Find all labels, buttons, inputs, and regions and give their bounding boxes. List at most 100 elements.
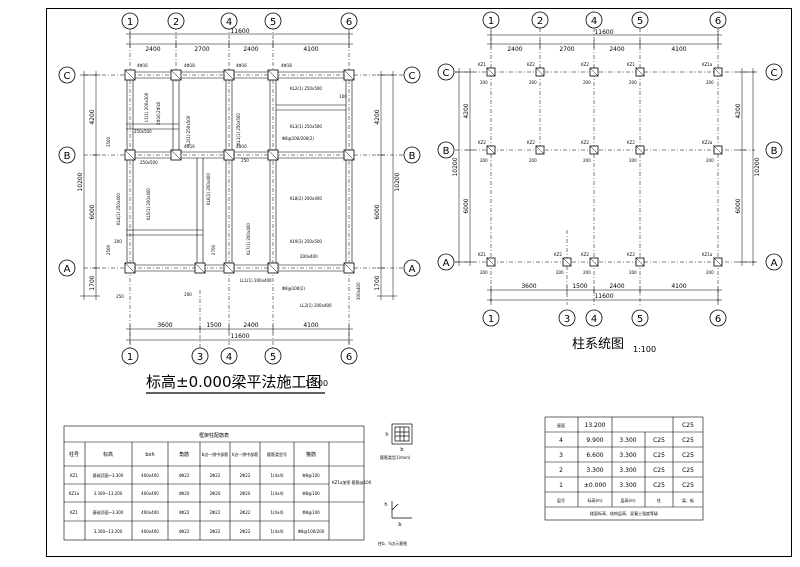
detail-sketches: b h 箍筋类型1(mxn) h b 柱b、h边示意图 xyxy=(378,423,413,546)
col-offset-15: 200 xyxy=(706,270,714,275)
col-offset-14: 200 xyxy=(629,270,637,275)
right-right-total: 10200 xyxy=(754,157,761,176)
right-row-axis-A: A xyxy=(443,258,450,269)
column-table-header-6: 箍筋类型号 xyxy=(267,451,287,457)
ft-r0-c1: 13.200 xyxy=(585,422,606,429)
local-dim-e: 250 xyxy=(241,158,249,163)
rebar-label-6: 4Φ16 xyxy=(236,144,247,149)
ft-r2-c1: 6.600 xyxy=(586,452,603,459)
col-label-b4: KZ2 xyxy=(581,140,589,145)
beam-label-L2: L2(1) 250x500 xyxy=(186,115,191,145)
left-vertical-dimlines xyxy=(80,71,397,300)
col-label-b6: KZ2a xyxy=(702,140,713,145)
right-left-dim-2: 6000 xyxy=(463,198,470,213)
beam-plan-scale: 1:100 xyxy=(305,379,328,388)
left-bottom-axis-bubbles xyxy=(121,347,358,365)
local-dim-c: 100 xyxy=(339,94,347,99)
right-top-axis-2: 2 xyxy=(537,16,543,27)
ct-r1-c7: Φ8@100 xyxy=(302,491,320,496)
ct-r1-c4: 2Φ20 xyxy=(210,491,221,496)
column-plan: KZ1 KZ2 KZ2 KZ1 KZ1a KZ2 KZ2 KZ2 KZ2 KZ2… xyxy=(437,11,783,354)
ft-r1-c2: 3.300 xyxy=(619,437,636,444)
right-bottom-axis-1: 1 xyxy=(488,314,494,325)
col-label-c2: KZ2 xyxy=(527,62,535,67)
ft-r1-c0: 4 xyxy=(559,437,563,444)
left-row-axis-C: C xyxy=(64,71,71,82)
ft-header-4: 梁、板 xyxy=(682,497,694,503)
right-dim-b-a: 6000 xyxy=(374,204,381,219)
local-dim-b: 250 xyxy=(116,294,124,299)
column-table-header-4: b边一侧中部筋 xyxy=(202,451,229,457)
col-offset-9: 200 xyxy=(629,158,637,163)
column-table-header-0: 柱号 xyxy=(69,451,79,458)
right-bottom-dimlines xyxy=(487,286,722,304)
left-bottom-total: 11600 xyxy=(230,333,249,340)
left-top-dim-1: 2400 xyxy=(145,46,160,53)
floor-table-grid xyxy=(544,416,704,521)
right-right-dim-1: 4200 xyxy=(735,103,742,118)
ft-r4-c0: 1 xyxy=(559,482,563,489)
beam-label-KL8: KL8(2) 200x400 xyxy=(290,196,322,201)
left-row-axis-C-right: C xyxy=(409,71,416,82)
right-row-bubbles xyxy=(437,63,783,271)
left-top-dim-3: 2400 xyxy=(243,46,258,53)
column-table-header-7: 箍筋 xyxy=(306,451,316,458)
right-row-axis-A-2: A xyxy=(771,258,778,269)
right-top-dimlines xyxy=(487,31,722,48)
ft-header-0: 层号 xyxy=(557,497,565,503)
column-table-header-2: bxh xyxy=(145,452,154,458)
right-top-dim-3: 2400 xyxy=(609,46,624,53)
col-label-b2: KZ2 xyxy=(527,140,535,145)
right-left-total: 10200 xyxy=(452,157,459,176)
ft-r2-c4: C25 xyxy=(682,452,694,459)
col-offset-2: 200 xyxy=(529,80,537,85)
ct-r0-c3: 4Φ22 xyxy=(179,473,190,478)
left-bottom-dim-1: 3600 xyxy=(157,322,172,329)
floor-level-table: 屋面 13.200 C25 4 9.900 3.300 C25 C25 3 6.… xyxy=(544,416,704,521)
right-plan-column-hatch xyxy=(486,67,723,267)
beam-label-KL3: KL3(1) 250x500 xyxy=(290,124,322,129)
ct-r3-c1: 3.300~13.200 xyxy=(94,529,123,534)
left-row-bubbles-right xyxy=(403,66,421,277)
local-dim-200: 200 xyxy=(114,239,122,244)
right-bottom-dim-2: 1500 xyxy=(572,283,587,290)
right-top-dim-4: 4100 xyxy=(671,46,686,53)
ct-r2-c1: 基础顶面~3.300 xyxy=(93,509,124,515)
ct-r2-c6: 1(4x4) xyxy=(270,510,284,515)
left-top-axis-bubbles xyxy=(121,12,358,30)
left-top-dim-4: 4100 xyxy=(303,46,318,53)
right-plan-gridlines xyxy=(455,28,755,305)
ft-r4-c3: C25 xyxy=(653,482,665,489)
hoop-b-label: b xyxy=(400,447,403,453)
beam-label-L1: L1(1) 200x300 xyxy=(144,92,149,122)
col-offset-8: 200 xyxy=(583,158,591,163)
ct-r2-c3: 4Φ22 xyxy=(179,510,190,515)
right-left-dim-1: 4200 xyxy=(463,103,470,118)
ct-r3-c2: 400x400 xyxy=(141,529,159,534)
beam-size-3: 200x400 xyxy=(300,254,318,259)
right-bottom-total: 11600 xyxy=(594,293,613,300)
ct-r0-c2: 400x400 xyxy=(141,473,159,478)
col-offset-5: 200 xyxy=(706,80,714,85)
col-offset-11: 200 xyxy=(480,270,488,275)
right-right-dim-2: 6000 xyxy=(735,198,742,213)
left-dim-a-edge: 1700 xyxy=(89,275,96,290)
ct-r2-c5: 2Φ22 xyxy=(240,510,251,515)
bh-axis-b-label: b xyxy=(398,522,401,528)
ft-r4-c1: ±0.000 xyxy=(584,482,606,489)
left-bottom-dimlines xyxy=(126,325,353,344)
rebar-label-2: 4Φ18 xyxy=(184,63,195,68)
beam-label-KL9: KL9(3) 250x500 xyxy=(290,239,322,244)
right-top-dim-1: 2400 xyxy=(507,46,522,53)
rebar-label-8: 2Φ16;2Φ18 xyxy=(156,102,161,125)
beam-plan-title: 标高±0.000梁平法施工图 xyxy=(146,373,322,391)
ct-r0-c6: 1(4x4) xyxy=(270,473,284,478)
col-label-c1: KZ1 xyxy=(478,62,486,67)
ft-r2-c2: 3.300 xyxy=(619,452,636,459)
column-table-header-3: 角筋 xyxy=(179,451,189,458)
column-plan-title: 柱系统图 xyxy=(572,337,624,352)
col-label-a3: KZ2 xyxy=(554,252,562,257)
beam-label-KL6: KL6(2) 200x400 xyxy=(206,173,211,205)
beam-size-2: 250x500 xyxy=(134,129,152,134)
